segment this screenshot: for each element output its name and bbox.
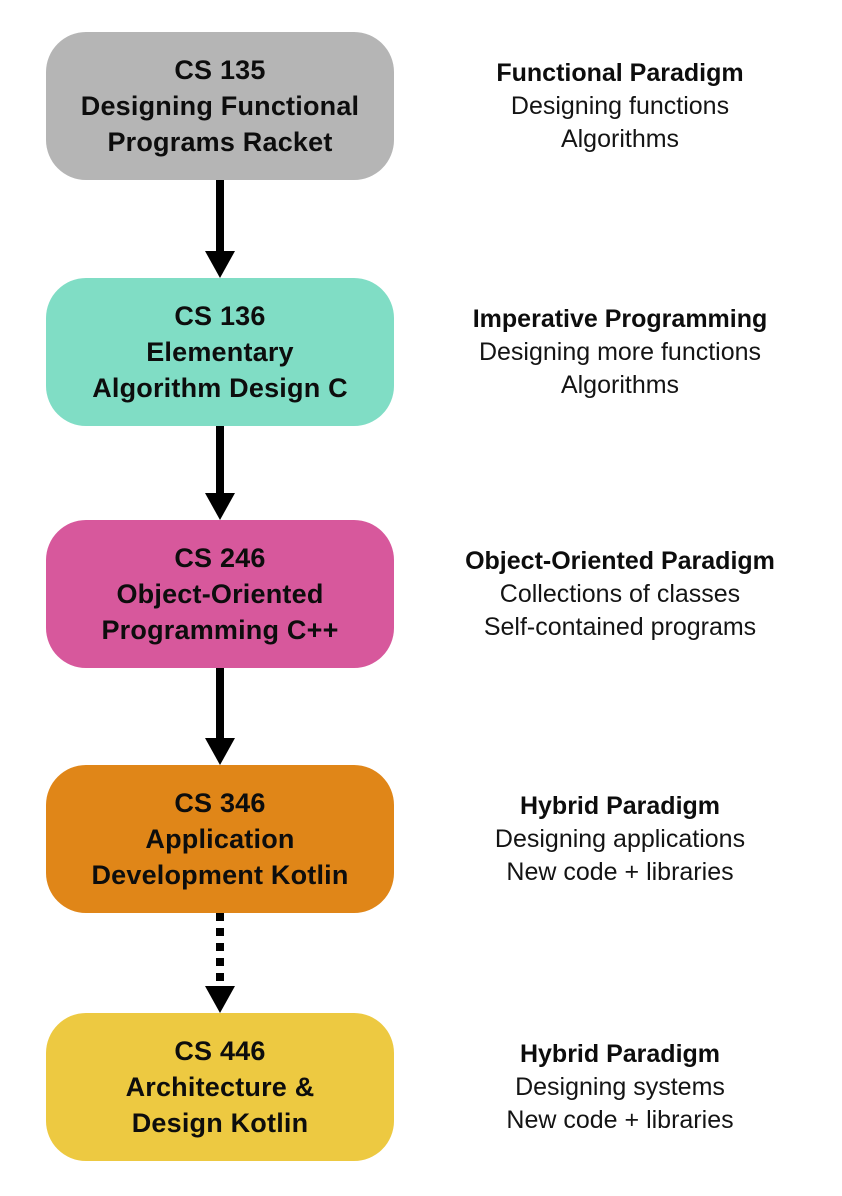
course-note-cs136: Imperative Programming Designing more fu…	[425, 278, 815, 426]
note-line: New code + libraries	[506, 857, 734, 886]
course-box-cs246: CS 246 Object-Oriented Programming C++	[46, 520, 394, 668]
course-note-cs246: Object-Oriented Paradigm Collections of …	[425, 520, 815, 668]
note-line: Algorithms	[560, 124, 680, 153]
note-line: Designing more functions	[478, 337, 762, 366]
note-line: Self-contained programs	[483, 612, 757, 641]
arrow-shaft	[216, 913, 224, 986]
arrow-shaft	[216, 668, 224, 738]
course-title-line: Programs Racket	[107, 127, 333, 157]
course-code: CS 135	[174, 55, 266, 85]
arrow-shaft	[216, 426, 224, 493]
note-line: New code + libraries	[506, 1105, 734, 1134]
course-title-line: Algorithm Design C	[92, 373, 348, 403]
arrow-cs346-to-cs446	[205, 913, 235, 1013]
note-line: Algorithms	[560, 370, 680, 399]
note-line: Designing systems	[515, 1072, 725, 1101]
course-title-line: Designing Functional	[80, 91, 360, 121]
course-box-cs135: CS 135 Designing Functional Programs Rac…	[46, 32, 394, 180]
course-box-cs136: CS 136 Elementary Algorithm Design C	[46, 278, 394, 426]
course-title-line: Programming C++	[101, 615, 339, 645]
arrow-shaft	[216, 180, 224, 251]
arrow-head-icon	[205, 493, 235, 520]
note-line: Collections of classes	[499, 579, 741, 608]
arrow-head-icon	[205, 738, 235, 765]
note-line: Designing functions	[510, 91, 730, 120]
course-note-cs346: Hybrid Paradigm Designing applications N…	[425, 765, 815, 913]
course-code: CS 136	[174, 301, 266, 331]
note-line: Designing applications	[494, 824, 746, 853]
note-title: Object-Oriented Paradigm	[465, 546, 775, 575]
note-title: Functional Paradigm	[496, 58, 744, 87]
course-note-cs135: Functional Paradigm Designing functions …	[425, 32, 815, 180]
course-title-line: Object-Oriented	[116, 579, 324, 609]
course-code: CS 446	[174, 1036, 266, 1066]
arrow-cs135-to-cs136	[205, 180, 235, 278]
course-title-line: Architecture &	[125, 1072, 315, 1102]
arrow-head-icon	[205, 986, 235, 1013]
course-code: CS 246	[174, 543, 266, 573]
course-title-line: Application	[145, 824, 295, 854]
course-box-cs446: CS 446 Architecture & Design Kotlin	[46, 1013, 394, 1161]
course-title-line: Development Kotlin	[91, 860, 349, 890]
arrow-cs136-to-cs246	[205, 426, 235, 520]
arrow-head-icon	[205, 251, 235, 278]
course-note-cs446: Hybrid Paradigm Designing systems New co…	[425, 1013, 815, 1161]
course-code: CS 346	[174, 788, 266, 818]
arrow-cs246-to-cs346	[205, 668, 235, 765]
course-title-line: Design Kotlin	[131, 1108, 309, 1138]
note-title: Hybrid Paradigm	[519, 791, 721, 820]
course-title-line: Elementary	[146, 337, 294, 367]
note-title: Hybrid Paradigm	[519, 1039, 721, 1068]
course-box-cs346: CS 346 Application Development Kotlin	[46, 765, 394, 913]
note-title: Imperative Programming	[472, 304, 768, 333]
